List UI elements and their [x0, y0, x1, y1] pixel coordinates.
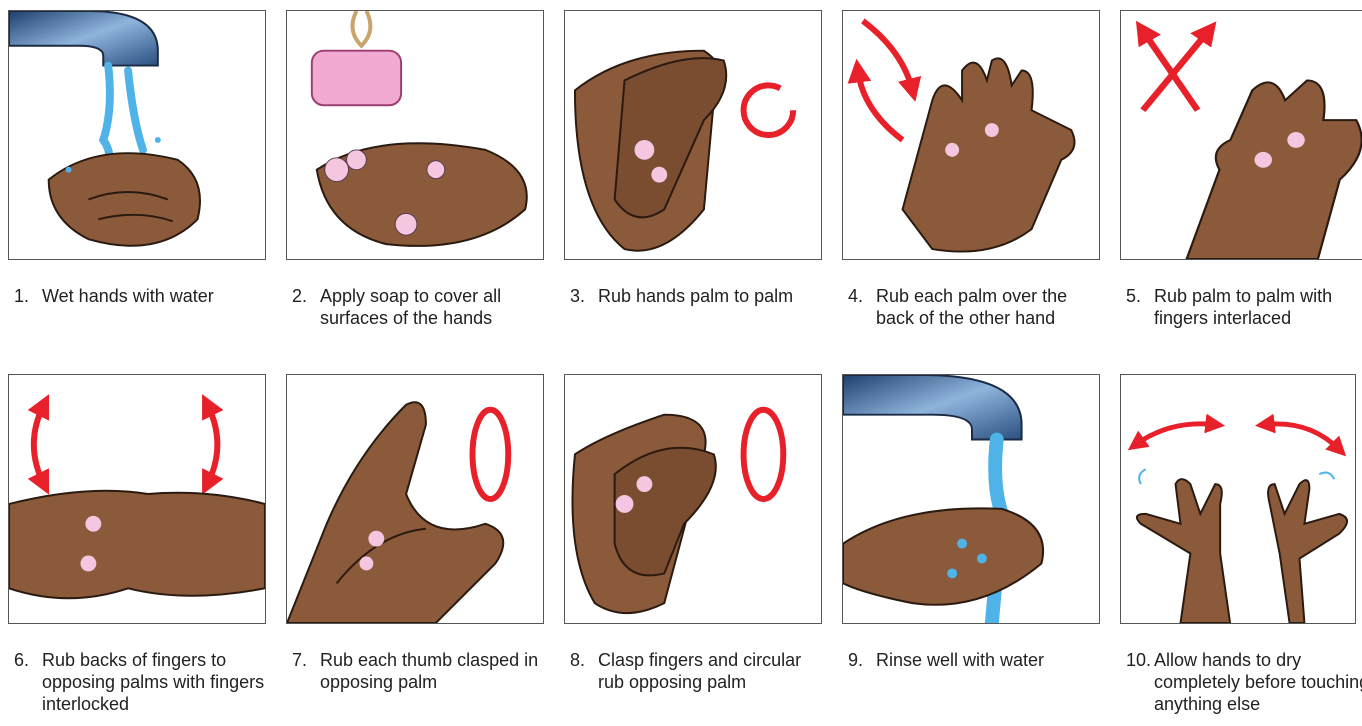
step-2: 2. Apply soap to cover all surfaces of t…	[286, 0, 556, 362]
step-1-illustration	[8, 10, 266, 260]
step-4-number: 4.	[848, 285, 876, 329]
step-4: 4. Rub each palm over the back of the ot…	[842, 0, 1112, 362]
step-8-caption: 8. Clasp fingers and circular rub opposi…	[570, 649, 830, 693]
step-7-number: 7.	[292, 649, 320, 693]
step-1-number: 1.	[14, 285, 42, 307]
step-6-illustration	[8, 374, 266, 624]
step-3-caption: 3. Rub hands palm to palm	[570, 285, 830, 307]
steps-row-2: 6. Rub backs of fingers to opposing palm…	[0, 364, 1362, 726]
step-4-caption: 4. Rub each palm over the back of the ot…	[848, 285, 1108, 329]
step-2-caption: 2. Apply soap to cover all surfaces of t…	[292, 285, 552, 329]
step-5-text: Rub palm to palm with fingers interlaced	[1154, 285, 1362, 329]
soap-hands-icon	[287, 11, 543, 259]
step-3: 3. Rub hands palm to palm	[564, 0, 834, 362]
step-4-text: Rub each palm over the back of the other…	[876, 285, 1108, 329]
rinse-hands-icon	[843, 375, 1099, 623]
step-8: 8. Clasp fingers and circular rub opposi…	[564, 364, 834, 726]
step-7: 7. Rub each thumb clasped in opposing pa…	[286, 364, 556, 726]
step-3-illustration	[564, 10, 822, 260]
step-8-illustration	[564, 374, 822, 624]
step-9-illustration	[842, 374, 1100, 624]
step-10-caption: 10. Allow hands to dry completely before…	[1126, 649, 1362, 715]
step-9-text: Rinse well with water	[876, 649, 1108, 671]
step-8-number: 8.	[570, 649, 598, 693]
step-6-text: Rub backs of fingers to opposing palms w…	[42, 649, 274, 715]
step-10-text: Allow hands to dry completely before tou…	[1154, 649, 1362, 715]
fingers-interlaced-icon	[1121, 11, 1362, 259]
step-6-number: 6.	[14, 649, 42, 715]
step-5-illustration	[1120, 10, 1362, 260]
step-5-number: 5.	[1126, 285, 1154, 329]
step-7-text: Rub each thumb clasped in opposing palm	[320, 649, 552, 693]
step-2-illustration	[286, 10, 544, 260]
step-1: 1. Wet hands with water	[8, 0, 278, 362]
step-10-illustration	[1120, 374, 1356, 624]
step-5: 5. Rub palm to palm with fingers interla…	[1120, 0, 1362, 362]
faucet-water-hands-icon	[9, 11, 265, 259]
palm-over-back-icon	[843, 11, 1099, 259]
step-7-illustration	[286, 374, 544, 624]
step-5-caption: 5. Rub palm to palm with fingers interla…	[1126, 285, 1362, 329]
palm-to-palm-icon	[565, 11, 821, 259]
step-9-number: 9.	[848, 649, 876, 671]
step-10: 10. Allow hands to dry completely before…	[1120, 364, 1362, 726]
step-6-caption: 6. Rub backs of fingers to opposing palm…	[14, 649, 274, 715]
steps-row-1: 1. Wet hands with water 2. Apply soap to…	[0, 0, 1362, 362]
step-8-text: Clasp fingers and circular rub opposing …	[598, 649, 830, 693]
step-4-illustration	[842, 10, 1100, 260]
fingers-interlocked-icon	[9, 375, 265, 623]
step-9-caption: 9. Rinse well with water	[848, 649, 1108, 671]
step-3-number: 3.	[570, 285, 598, 307]
step-1-caption: 1. Wet hands with water	[14, 285, 274, 307]
step-6: 6. Rub backs of fingers to opposing palm…	[8, 364, 278, 726]
step-1-text: Wet hands with water	[42, 285, 274, 307]
fingertips-circular-icon	[565, 375, 821, 623]
step-2-number: 2.	[292, 285, 320, 329]
step-10-number: 10.	[1126, 649, 1154, 715]
dry-hands-icon	[1121, 375, 1355, 623]
step-7-caption: 7. Rub each thumb clasped in opposing pa…	[292, 649, 552, 693]
step-9: 9. Rinse well with water	[842, 364, 1112, 726]
step-2-text: Apply soap to cover all surfaces of the …	[320, 285, 552, 329]
thumb-clasp-icon	[287, 375, 543, 623]
step-3-text: Rub hands palm to palm	[598, 285, 830, 307]
